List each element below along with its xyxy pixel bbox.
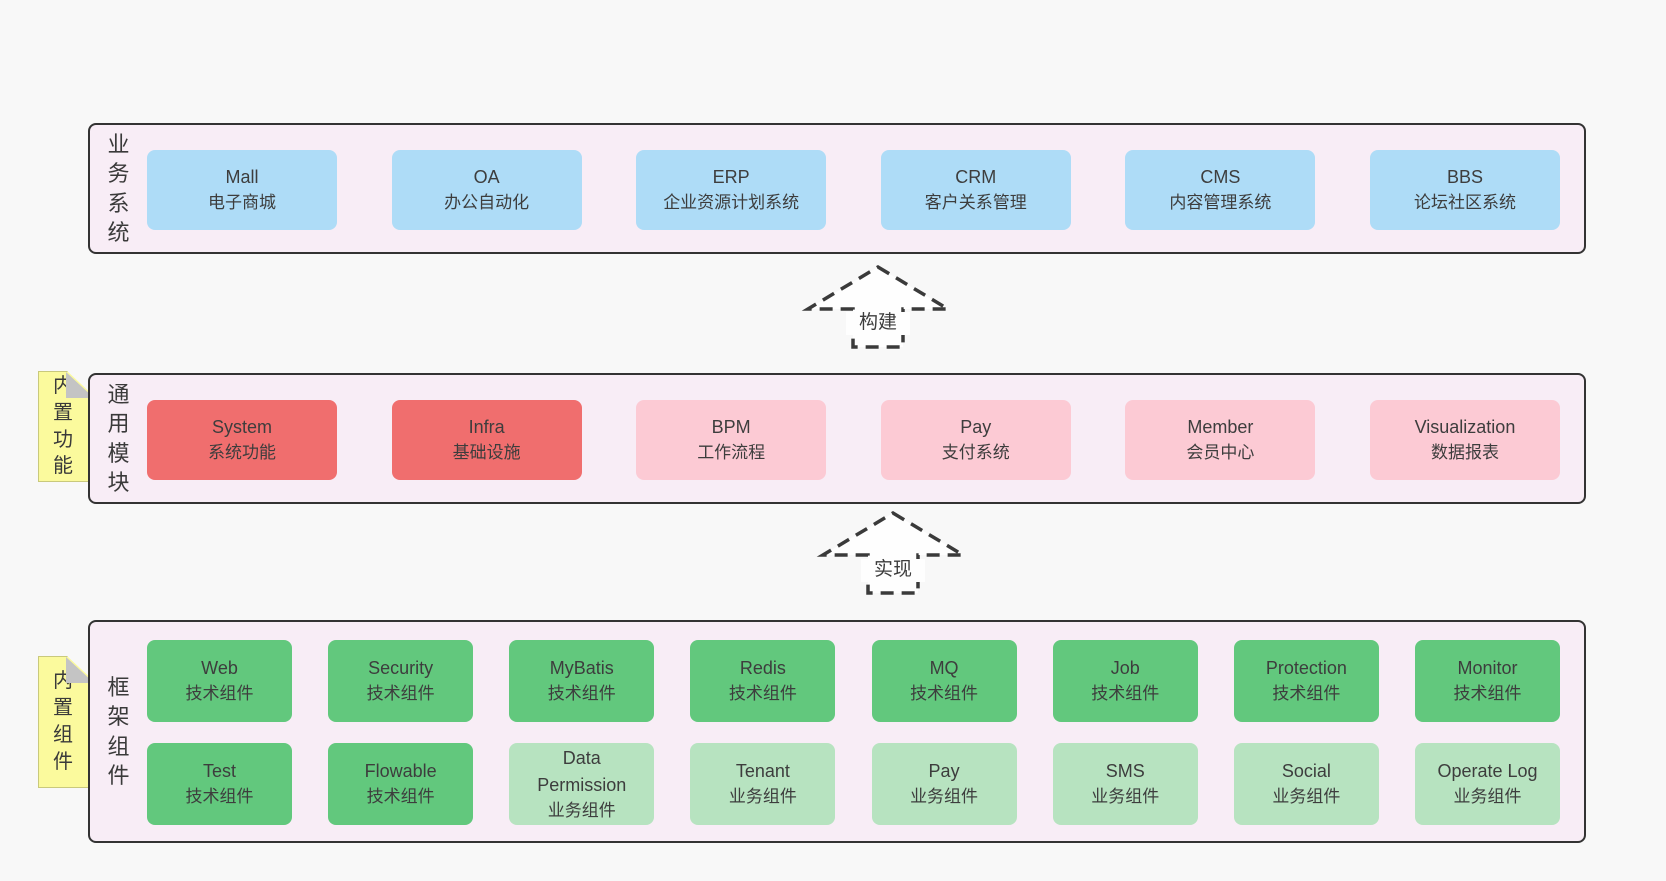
business-systems-row: Mall 电子商城 OA 办公自动化 ERP 企业资源计划系统 CRM 客户关系…: [147, 150, 1560, 230]
tab-built-in-components: 内置组件: [38, 656, 95, 788]
box-erp: ERP 企业资源计划系统: [636, 150, 827, 230]
panel-framework-components: 框架组件 Web 技术组件 Security 技术组件 MyBatis 技术组件…: [88, 620, 1586, 843]
box-mall: Mall 电子商城: [147, 150, 337, 230]
box-cms: CMS 内容管理系统: [1125, 150, 1316, 230]
panel-common-modules: 通用模块 System 系统功能 Infra 基础设施 BPM 工作流程 Pay…: [88, 373, 1586, 504]
box-flowable: Flowable 技术组件: [328, 743, 474, 825]
panel-framework-components-title: 框架组件: [107, 675, 130, 788]
framework-components-row-1: Web 技术组件 Security 技术组件 MyBatis 技术组件 Redi…: [147, 640, 1560, 722]
box-job: Job 技术组件: [1052, 640, 1198, 722]
box-web: Web 技术组件: [147, 640, 292, 722]
box-member: Member 会员中心: [1125, 400, 1316, 480]
box-protection: Protection 技术组件: [1233, 640, 1379, 722]
box-operate-log: Operate Log 业务组件: [1414, 743, 1560, 825]
box-infra: Infra 基础设施: [391, 400, 582, 480]
box-sms: SMS 业务组件: [1052, 743, 1198, 825]
tab-built-in-features: 内置功能: [38, 371, 95, 482]
panel-business-systems-title: 业务系统: [107, 132, 130, 245]
box-monitor: Monitor 技术组件: [1414, 640, 1560, 722]
box-oa: OA 办公自动化: [391, 150, 582, 230]
box-mybatis: MyBatis 技术组件: [509, 640, 655, 722]
common-modules-row: System 系统功能 Infra 基础设施 BPM 工作流程 Pay 支付系统…: [147, 400, 1560, 480]
box-pay-component: Pay 业务组件: [871, 743, 1017, 825]
arrow-build-label: 构建: [846, 312, 910, 335]
panel-common-modules-title: 通用模块: [107, 382, 130, 495]
box-test: Test 技术组件: [147, 743, 292, 825]
framework-components-row-2: Test 技术组件 Flowable 技术组件 Data Permission …: [147, 743, 1560, 825]
box-tenant: Tenant 业务组件: [690, 743, 836, 825]
box-pay-module: Pay 支付系统: [880, 400, 1071, 480]
box-bpm: BPM 工作流程: [636, 400, 827, 480]
box-data-permission: Data Permission 业务组件: [509, 743, 655, 825]
arrow-implement-label: 实现: [861, 559, 925, 582]
box-social: Social 业务组件: [1233, 743, 1379, 825]
box-mq: MQ 技术组件: [871, 640, 1017, 722]
box-crm: CRM 客户关系管理: [880, 150, 1071, 230]
box-redis: Redis 技术组件: [690, 640, 836, 722]
arrow-up-build-icon: [800, 260, 956, 352]
box-bbs: BBS 论坛社区系统: [1369, 150, 1560, 230]
box-visualization: Visualization 数据报表: [1369, 400, 1560, 480]
panel-business-systems: 业务系统 Mall 电子商城 OA 办公自动化 ERP 企业资源计划系统 CRM…: [88, 123, 1586, 254]
box-security: Security 技术组件: [328, 640, 474, 722]
arrow-up-implement-icon: [815, 506, 971, 598]
tab-built-in-components-label: 内置组件: [53, 670, 73, 773]
box-system: System 系统功能: [147, 400, 337, 480]
